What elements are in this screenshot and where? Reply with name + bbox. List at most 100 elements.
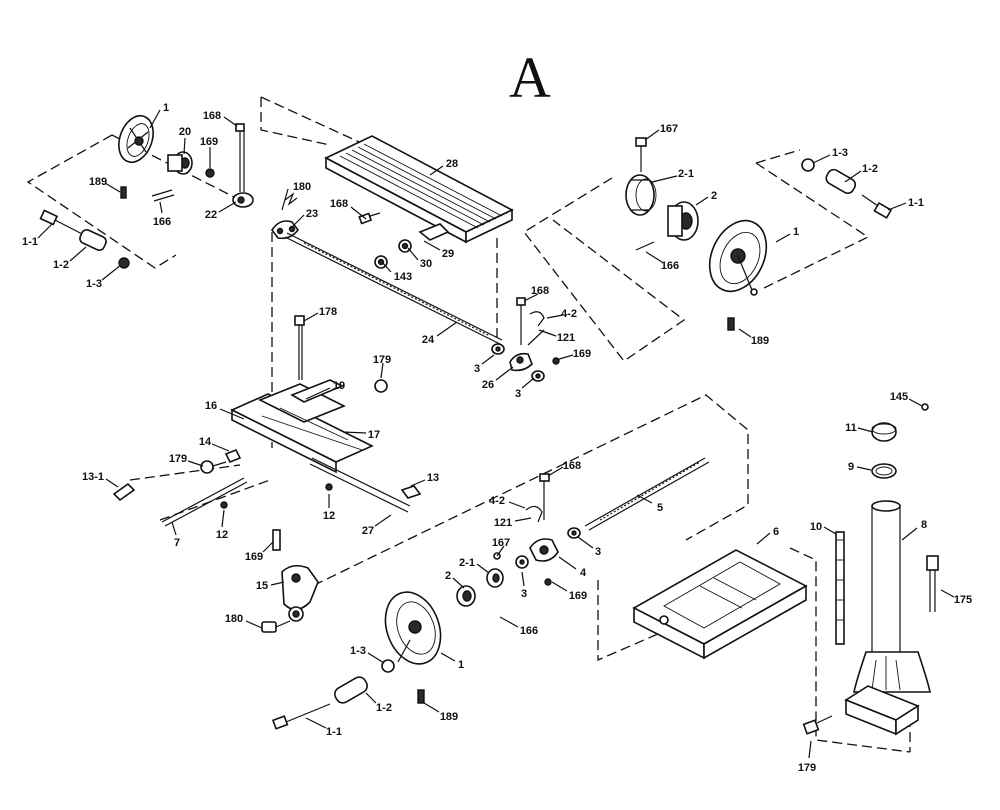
- callout-label-3: 3: [521, 588, 527, 600]
- callout-leader-3: [521, 377, 535, 389]
- callout-leader-1-3: [367, 652, 385, 664]
- callout-label-2-1: 2-1: [459, 557, 475, 569]
- callout-leader-1: [775, 233, 791, 243]
- callout-label-8: 8: [921, 519, 927, 531]
- callout-label-189: 189: [440, 711, 458, 723]
- callout-leader-166: [645, 251, 663, 263]
- bracket-23: [271, 220, 300, 240]
- callout-label-1-2: 1-2: [376, 702, 392, 714]
- callout-leader-24: [436, 321, 458, 337]
- callout-leader-1-2: [844, 170, 862, 183]
- callout-leader-6: [756, 532, 771, 545]
- callout-label-19: 19: [333, 380, 345, 392]
- callout-label-26: 26: [482, 379, 494, 391]
- callout-label-169: 169: [569, 590, 587, 602]
- callout-label-1-3: 1-3: [86, 278, 102, 290]
- callout-label-166: 166: [153, 216, 171, 228]
- screw-167-upper-right: [635, 137, 647, 172]
- callout-label-9: 9: [848, 461, 854, 473]
- callout-leader-4: [558, 556, 577, 570]
- handle-assembly-upper-left: [39, 209, 130, 269]
- rod-7: [161, 477, 248, 527]
- setscrew-189-lower: [417, 689, 425, 704]
- callout-label-17: 17: [368, 429, 380, 441]
- callout-leader-19: [305, 387, 331, 400]
- callout-leader-1: [440, 652, 456, 662]
- callout-leader-3: [481, 354, 495, 365]
- callout-leader-1-2: [365, 692, 377, 704]
- callout-leaders: [37, 109, 955, 759]
- handle-13-1: [112, 482, 136, 502]
- callout-leader-28: [429, 165, 444, 176]
- callout-leader-167: [644, 129, 660, 141]
- callout-leader-1-2: [69, 246, 87, 262]
- callout-label-23: 23: [306, 208, 318, 220]
- callout-leader-12: [221, 509, 225, 528]
- callout-label-1-2: 1-2: [862, 163, 878, 175]
- setscrew-189-upper-right: [727, 317, 735, 331]
- callout-label-1: 1: [793, 226, 799, 238]
- callout-leader-1-3: [812, 154, 831, 164]
- callout-label-11: 11: [845, 422, 857, 434]
- saddle-16-17-19: [230, 379, 374, 474]
- callout-labels: 12016816918916622180231682829301431-11-2…: [22, 102, 972, 774]
- callout-label-13-1: 13-1: [82, 471, 104, 483]
- dial-2-1-lower: [486, 568, 504, 588]
- callout-leader-168: [547, 466, 564, 477]
- callout-leader-29: [423, 240, 441, 251]
- callout-leader-168: [223, 116, 238, 127]
- cap-11: [871, 422, 897, 442]
- bolt-175: [926, 555, 939, 612]
- callout-leader-20: [183, 137, 186, 155]
- callout-label-180: 180: [225, 613, 243, 625]
- callout-leader-3: [521, 571, 525, 587]
- callout-label-189: 189: [89, 176, 107, 188]
- screw-179-center: [374, 379, 388, 393]
- callout-label-179: 179: [169, 453, 187, 465]
- callout-leader-27: [374, 514, 392, 527]
- callout-leader-121: [514, 517, 532, 522]
- callout-leader-2-1: [651, 175, 678, 183]
- callout-leader-175: [940, 589, 955, 598]
- callout-label-2: 2: [445, 570, 451, 582]
- callout-label-1-3: 1-3: [832, 147, 848, 159]
- screw-168-upper-left: [235, 123, 245, 192]
- bracket-22: [232, 192, 254, 208]
- callout-label-180: 180: [293, 181, 311, 193]
- callout-label-168: 168: [203, 110, 221, 122]
- screw-145: [921, 403, 929, 411]
- callout-leader-14: [211, 443, 230, 452]
- callout-label-2: 2: [711, 190, 717, 202]
- callout-label-1-1: 1-1: [326, 726, 342, 738]
- bracket-4: [525, 473, 581, 586]
- callout-label-27: 27: [362, 525, 374, 537]
- callout-leader-13: [410, 479, 426, 487]
- callout-leader-189: [423, 702, 440, 713]
- callout-label-20: 20: [179, 126, 191, 138]
- screw-179-base: [802, 715, 833, 735]
- callout-leader-4-2: [546, 314, 564, 319]
- handwheel-upper-right: [708, 219, 768, 296]
- callout-leader-13-1: [105, 478, 119, 488]
- callout-label-169: 169: [573, 348, 591, 360]
- callout-leader-22: [218, 201, 237, 213]
- callout-label-24: 24: [422, 334, 435, 346]
- nut-30-143: [374, 239, 412, 269]
- washer-3-lower: [515, 555, 529, 569]
- callout-label-3: 3: [515, 388, 521, 400]
- screw-169-center: [272, 529, 281, 551]
- callout-leader-9: [856, 466, 872, 471]
- callout-label-28: 28: [446, 158, 458, 170]
- callout-label-2-1: 2-1: [678, 168, 694, 180]
- callout-label-169: 169: [200, 136, 218, 148]
- callout-leader-169: [262, 541, 274, 553]
- callout-label-30: 30: [420, 258, 432, 270]
- callout-leader-179: [187, 460, 204, 467]
- callout-leader-179: [380, 362, 384, 379]
- key-166-upper-left: [151, 189, 173, 197]
- callout-leader-16: [219, 408, 245, 420]
- callout-leader-2: [452, 577, 465, 589]
- callout-leader-1-3: [101, 264, 122, 281]
